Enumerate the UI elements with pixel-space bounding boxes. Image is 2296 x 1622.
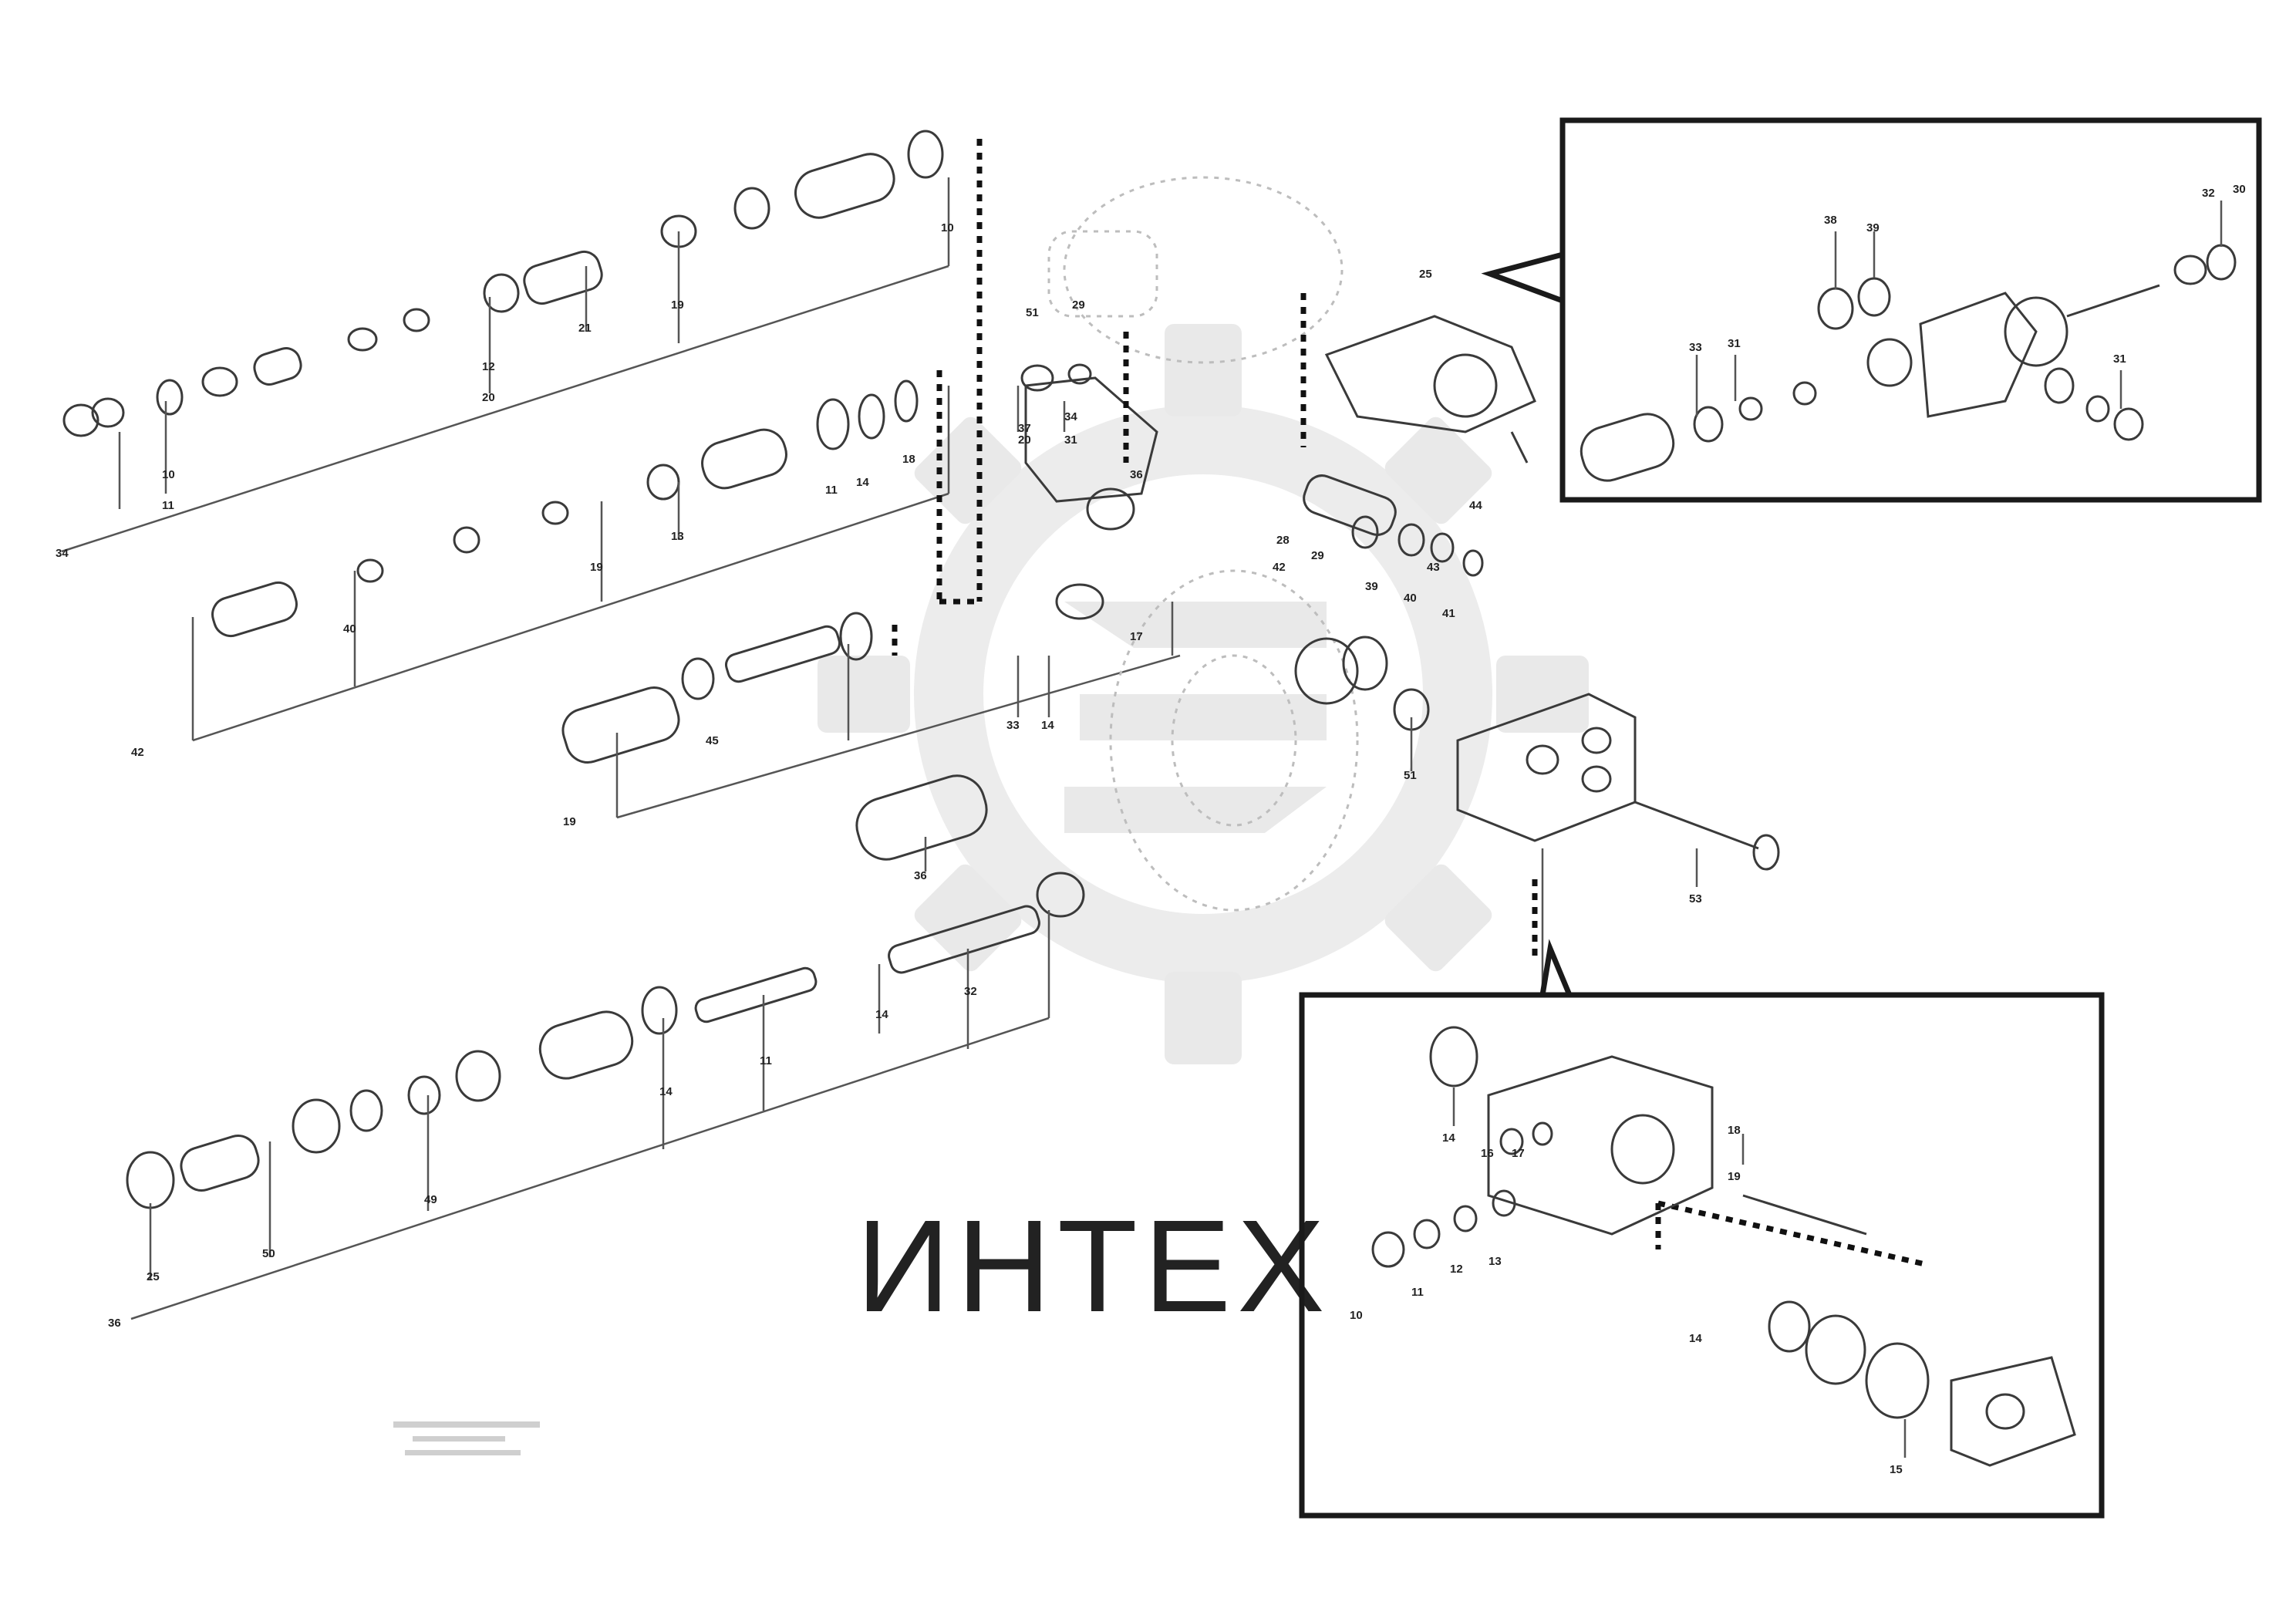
callout: 45 [706, 734, 719, 747]
callout: 15 [1890, 1463, 1903, 1476]
callout: 31 [1728, 337, 1741, 350]
shaft-row-3 [561, 602, 1181, 819]
callout: 19 [1728, 1170, 1741, 1183]
callout: 50 [262, 1247, 275, 1260]
callout: 14 [856, 476, 869, 489]
callout: 14 [875, 1008, 888, 1021]
central-housing [1047, 176, 1359, 912]
callout: 30 [2233, 183, 2246, 196]
callout: 32 [2202, 187, 2215, 200]
callout: 25 [1419, 268, 1432, 281]
callout: 41 [1442, 607, 1455, 620]
callout: 17 [1130, 630, 1143, 643]
plug-part [855, 774, 988, 872]
callout: 36 [108, 1317, 121, 1330]
callout: 11 [162, 499, 174, 512]
callout: 36 [914, 869, 927, 882]
assembly-dashes [892, 139, 1929, 1268]
callout: 34 [1064, 410, 1077, 423]
inset-top-right [1481, 117, 2262, 503]
callout: 19 [563, 815, 576, 828]
callout: 19 [590, 561, 603, 574]
callout: 42 [131, 746, 144, 759]
callout: 19 [671, 298, 684, 312]
callout: 13 [671, 530, 684, 543]
callout: 51 [1404, 769, 1417, 782]
callout: 11 [1411, 1286, 1424, 1299]
callout: 29 [1072, 298, 1085, 312]
callouts-inset-bottom: 14 16 17 18 19 10 11 12 13 14 15 [1350, 1124, 1903, 1476]
callout: 10 [162, 468, 175, 481]
callout: 25 [147, 1270, 160, 1283]
callout: 42 [1273, 561, 1286, 574]
watermark-text: ИНТЕХ [856, 1193, 1331, 1340]
callouts-right: 25 28 29 39 40 41 42 43 44 51 53 [1273, 268, 1702, 905]
drawing-reference [393, 1421, 540, 1455]
callout: 14 [1442, 1131, 1455, 1145]
callout: 29 [1311, 549, 1324, 562]
callout: 20 [1018, 433, 1031, 447]
callout: 20 [482, 391, 495, 404]
callout: 10 [1350, 1309, 1363, 1322]
callout: 14 [1041, 719, 1054, 732]
callout: 39 [1365, 580, 1378, 593]
callout: 21 [578, 322, 592, 335]
callout: 34 [56, 547, 69, 560]
callout: 40 [343, 622, 356, 636]
callout: 13 [1489, 1255, 1502, 1268]
shaft-row-1 [61, 130, 950, 553]
callout: 18 [1728, 1124, 1741, 1137]
shaft-row-5 [126, 872, 1085, 1320]
callout: 38 [1824, 214, 1837, 227]
callout: 11 [760, 1054, 772, 1067]
shaft-row-2 [191, 379, 950, 742]
callout: 37 [1018, 422, 1031, 435]
gear-logo-watermark [818, 324, 1589, 1064]
callout: 31 [1064, 433, 1077, 447]
valve-block [1294, 315, 1780, 987]
watermark: ИНТЕХ [818, 324, 1589, 1340]
callout: 14 [1689, 1332, 1702, 1345]
callout: 33 [1689, 341, 1702, 354]
inset-bottom-right [1299, 939, 2105, 1519]
callout: 36 [1130, 468, 1143, 481]
callout: 18 [902, 453, 915, 466]
callout: 28 [1276, 534, 1290, 547]
callout: 49 [424, 1193, 437, 1206]
callout: 39 [1866, 221, 1880, 234]
callout: 53 [1689, 892, 1702, 905]
callout: 32 [964, 985, 977, 998]
callout: 11 [825, 484, 838, 497]
callout: 40 [1404, 592, 1417, 605]
callout: 10 [941, 221, 954, 234]
callout: 12 [1450, 1263, 1463, 1276]
callout: 44 [1469, 499, 1482, 512]
callout: 31 [2113, 352, 2126, 366]
callout: 43 [1427, 561, 1440, 574]
callout: 12 [482, 360, 495, 373]
callout: 14 [659, 1085, 673, 1098]
callout: 16 [1481, 1147, 1494, 1160]
callouts-inset-top: 38 39 33 31 32 30 31 [1689, 183, 2246, 366]
callouts-left: 34 10 11 12 20 21 19 10 42 40 19 13 11 1… [56, 221, 1143, 1330]
callout: 51 [1026, 306, 1039, 319]
callout: 33 [1006, 719, 1020, 732]
cover-parts [1017, 363, 1158, 717]
callout: 17 [1512, 1147, 1525, 1160]
